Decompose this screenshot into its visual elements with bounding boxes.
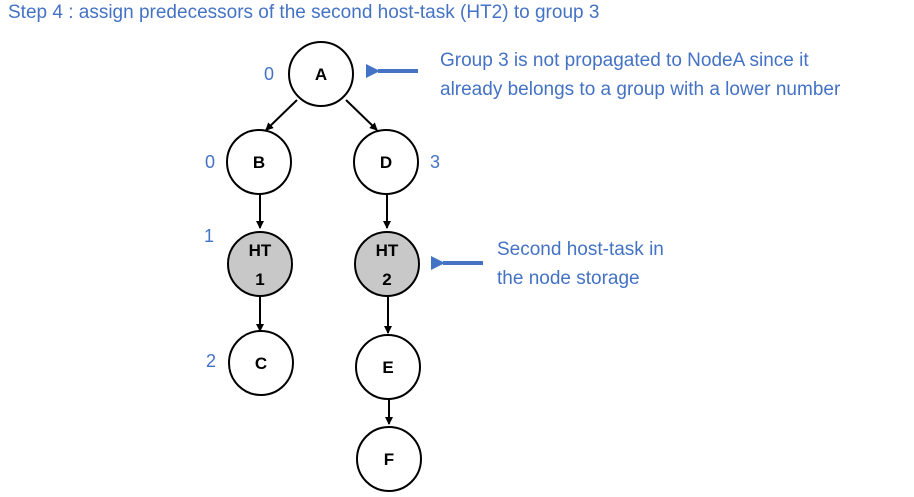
node-label: HT — [376, 241, 399, 260]
group-label-d: 3 — [430, 152, 440, 172]
node-label: F — [384, 450, 394, 469]
group-label-a: 0 — [264, 64, 274, 84]
node-label: A — [315, 65, 327, 84]
node-label: E — [382, 358, 393, 377]
edge-a-d — [345, 99, 378, 131]
annotation-second-host-task: Second host-task in the node storage — [497, 235, 664, 293]
node-ht2: HT 2 — [354, 231, 420, 297]
annotation-group3-not-propagated: Group 3 is not propagated to NodeA since… — [440, 46, 840, 104]
node-a: A — [288, 41, 354, 107]
node-label: C — [255, 354, 267, 373]
annotation-line: Group 3 is not propagated to NodeA since… — [440, 50, 809, 71]
node-label: 2 — [382, 270, 391, 289]
annotation-line: Second host-task in — [497, 239, 664, 260]
page-title: Step 4 : assign predecessors of the seco… — [8, 2, 600, 23]
node-c: C — [228, 330, 294, 396]
node-d: D — [353, 129, 419, 195]
node-e: E — [355, 334, 421, 400]
group-label-ht1: 1 — [204, 226, 214, 246]
node-label: B — [253, 153, 265, 172]
edge-a-b — [265, 99, 298, 131]
annotation-line: the node storage — [497, 268, 640, 289]
node-label: HT — [249, 241, 272, 260]
node-label: 1 — [255, 270, 264, 289]
group-label-b: 0 — [205, 152, 215, 172]
node-ht1: HT 1 — [227, 231, 293, 297]
group-label-c: 2 — [206, 351, 216, 371]
node-b: B — [226, 129, 292, 195]
node-f: F — [356, 426, 422, 492]
node-label: D — [380, 153, 392, 172]
annotation-line: already belongs to a group with a lower … — [440, 79, 841, 100]
